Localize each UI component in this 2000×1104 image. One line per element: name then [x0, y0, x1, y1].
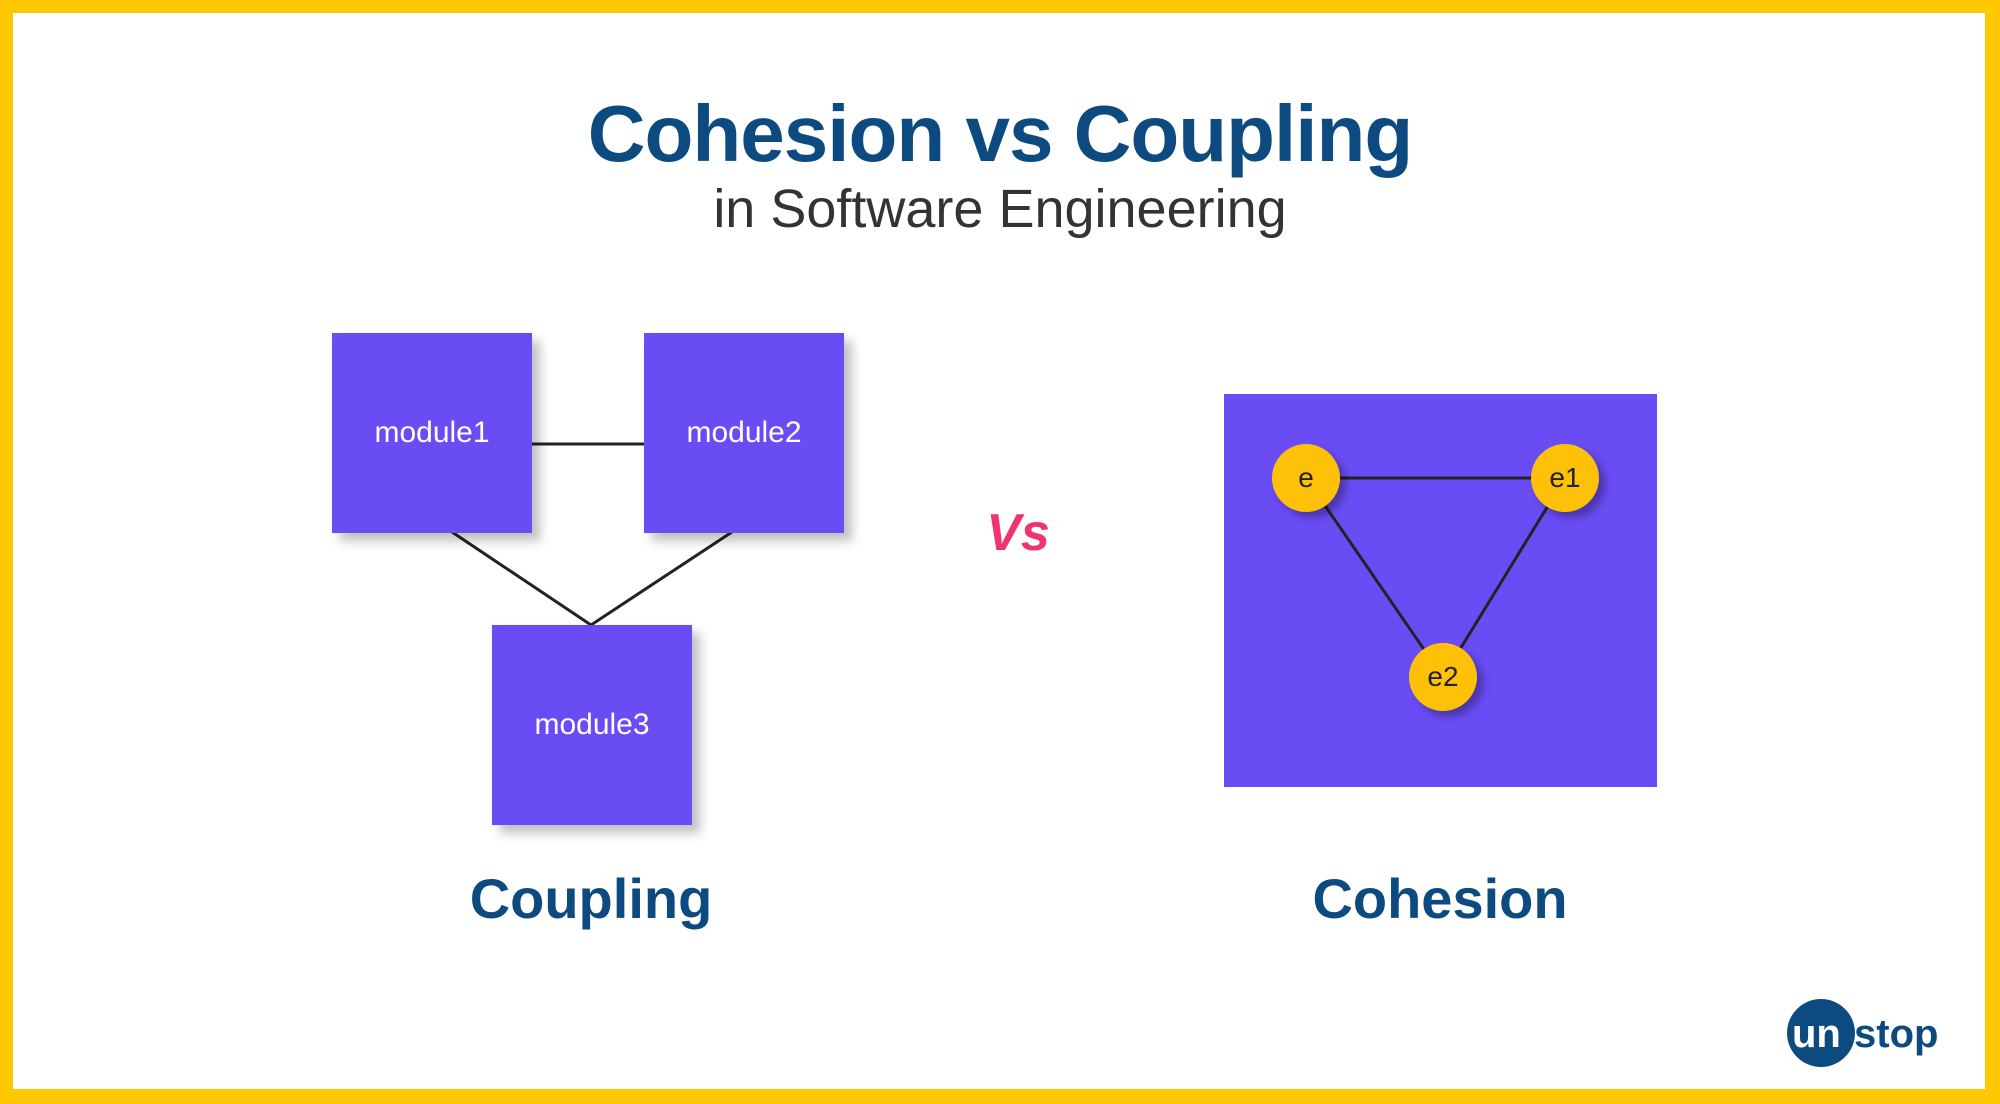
module2-box: module2: [644, 333, 844, 533]
connector-module2-module3: [590, 530, 733, 627]
element-e-node: e: [1272, 444, 1340, 512]
svg-text:un: un: [1792, 1012, 1841, 1056]
connector-e-e2: [1304, 477, 1445, 678]
coupling-label: Coupling: [469, 867, 713, 930]
module1-box: module1: [332, 333, 532, 533]
page-title: Cohesion vs Coupling: [587, 89, 1413, 178]
unstop-logo: un stop: [1787, 999, 1938, 1067]
element-e1-node: e1: [1531, 444, 1599, 512]
module3-box: module3: [492, 625, 692, 825]
svg-text:stop: stop: [1854, 1012, 1938, 1056]
connector-e1-e2: [1441, 477, 1567, 678]
page-subtitle: in Software Engineering: [713, 179, 1287, 239]
element-e2-node: e2: [1409, 643, 1477, 711]
cohesion-label: Cohesion: [1312, 867, 1568, 930]
connector-module1-module3: [451, 530, 592, 627]
vs-label: Vs: [986, 504, 1050, 562]
